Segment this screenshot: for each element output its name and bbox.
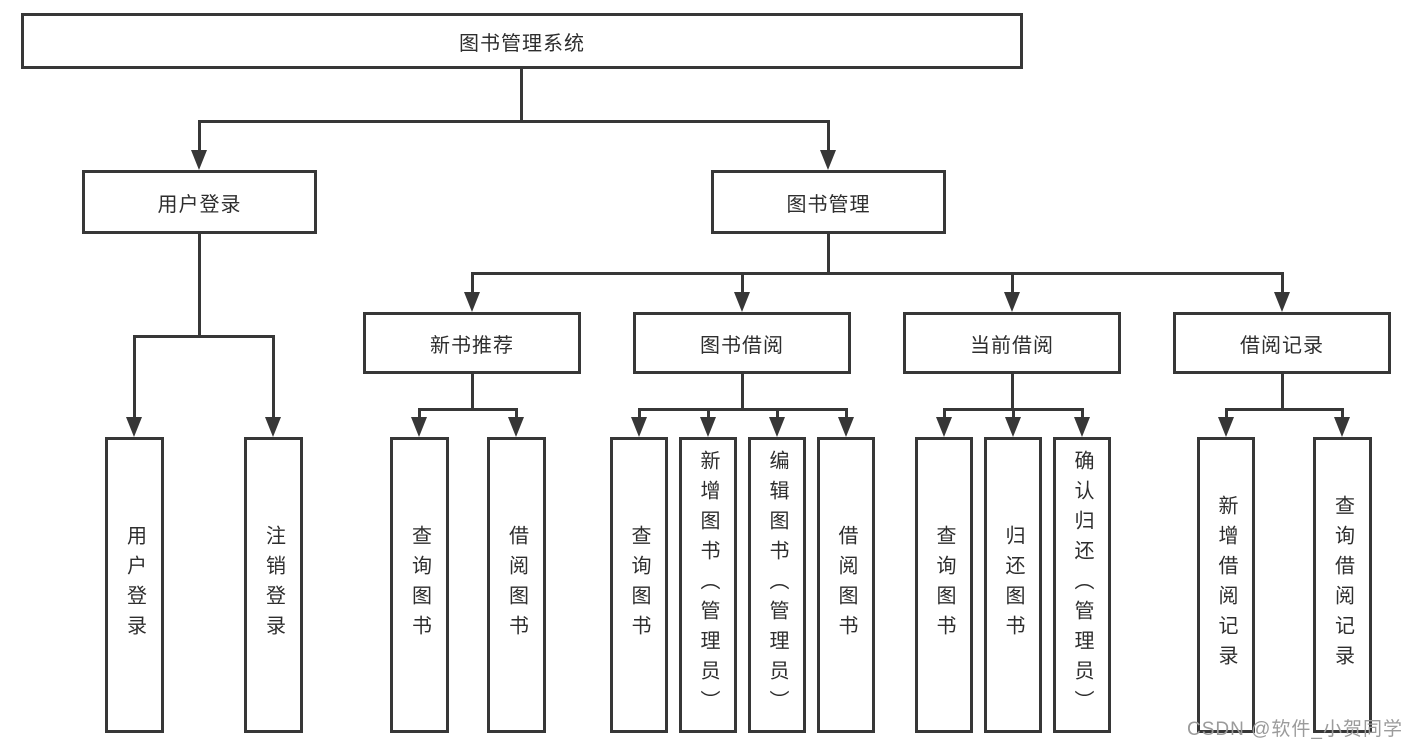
connector-line (1011, 374, 1014, 408)
connector-line (776, 408, 779, 419)
connector-line (515, 408, 518, 419)
connector-line (827, 120, 830, 150)
connector-line (1225, 408, 1228, 419)
connector-line (638, 408, 848, 411)
arrowhead-down-icon (1005, 417, 1021, 437)
arrowhead-down-icon (838, 417, 854, 437)
connector-line (133, 335, 136, 417)
node-book-management: 图书管理 (711, 170, 946, 234)
node-leaf-add-borrow-record: 新增借阅记录 (1197, 437, 1255, 733)
connector-line (1012, 408, 1015, 419)
node-borrow-records: 借阅记录 (1173, 312, 1391, 374)
connector-line (1011, 272, 1014, 294)
node-leaf-confirm-return-admin: 确认归还（管理员） (1053, 437, 1111, 733)
arrowhead-down-icon (769, 417, 785, 437)
connector-line (418, 408, 518, 411)
connector-line (1081, 408, 1084, 419)
node-new-book-recommend: 新书推荐 (363, 312, 581, 374)
node-leaf-edit-book-admin: 编辑图书（管理员） (748, 437, 806, 733)
connector-line (943, 408, 946, 419)
connector-line (827, 234, 830, 272)
arrowhead-down-icon (126, 417, 142, 437)
connector-line (741, 374, 744, 408)
connector-line (198, 120, 830, 123)
arrowhead-down-icon (265, 417, 281, 437)
node-leaf-query-books-recommend: 查询图书 (390, 437, 449, 733)
connector-line (845, 408, 848, 419)
node-leaf-query-books-current: 查询图书 (915, 437, 973, 733)
arrowhead-down-icon (508, 417, 524, 437)
arrowhead-down-icon (700, 417, 716, 437)
node-leaf-logout: 注销登录 (244, 437, 303, 733)
node-leaf-query-borrow-record: 查询借阅记录 (1313, 437, 1372, 733)
node-book-borrowing: 图书借阅 (633, 312, 851, 374)
node-leaf-return-book: 归还图书 (984, 437, 1042, 733)
arrowhead-down-icon (734, 292, 750, 312)
arrowhead-down-icon (1074, 417, 1090, 437)
connector-line (198, 234, 201, 335)
csdn-watermark: CSDN @软件_小贺同学 (1187, 719, 1403, 740)
connector-line (133, 335, 275, 338)
connector-line (638, 408, 641, 419)
node-leaf-user-login: 用户登录 (105, 437, 164, 733)
node-leaf-query-books-borrowing: 查询图书 (610, 437, 668, 733)
connector-line (520, 69, 523, 120)
node-current-borrowing: 当前借阅 (903, 312, 1121, 374)
arrowhead-down-icon (1334, 417, 1350, 437)
arrowhead-down-icon (936, 417, 952, 437)
connector-line (471, 374, 474, 408)
node-user-login: 用户登录 (82, 170, 317, 234)
node-leaf-borrow-books-borrowing: 借阅图书 (817, 437, 875, 733)
connector-line (1341, 408, 1344, 419)
arrowhead-down-icon (820, 150, 836, 170)
connector-line (1281, 272, 1284, 294)
node-leaf-borrow-books-recommend: 借阅图书 (487, 437, 546, 733)
node-leaf-add-book-admin: 新增图书（管理员） (679, 437, 737, 733)
connector-line (471, 272, 1284, 275)
arrowhead-down-icon (631, 417, 647, 437)
connector-line (418, 408, 421, 419)
connector-line (707, 408, 710, 419)
arrowhead-down-icon (1274, 292, 1290, 312)
connector-line (1281, 374, 1284, 408)
connector-line (198, 120, 201, 150)
connector-line (471, 272, 474, 294)
arrowhead-down-icon (191, 150, 207, 170)
connector-line (741, 272, 744, 294)
arrowhead-down-icon (411, 417, 427, 437)
connector-line (1225, 408, 1344, 411)
arrowhead-down-icon (464, 292, 480, 312)
arrowhead-down-icon (1218, 417, 1234, 437)
node-library-system: 图书管理系统 (21, 13, 1023, 69)
arrowhead-down-icon (1004, 292, 1020, 312)
connector-line (272, 335, 275, 417)
